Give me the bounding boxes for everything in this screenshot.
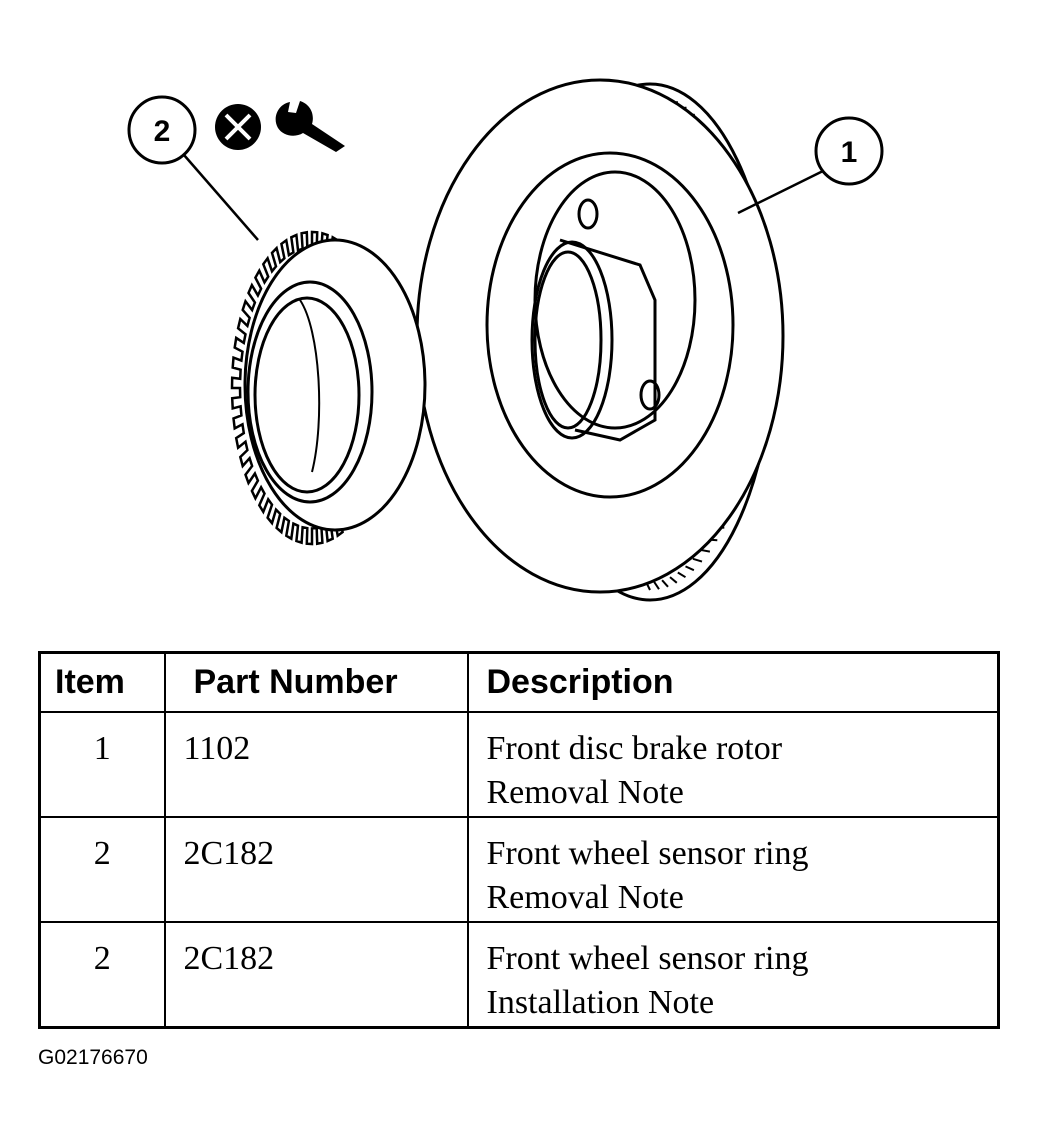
item-cell: 2: [38, 816, 166, 923]
table-row: 2 2C182 Front wheel sensor ring Removal …: [38, 816, 1000, 923]
header-item: Item: [38, 651, 166, 713]
sensor-ring-drawing: [230, 230, 427, 546]
figure-id: G02176670: [38, 1046, 148, 1069]
callout-1: 1: [737, 116, 884, 215]
header-description: Description: [466, 651, 1000, 713]
note-link: Installation Note: [486, 984, 715, 1021]
item-cell: 2: [38, 921, 166, 1029]
parts-illustration: 1 2: [127, 78, 884, 602]
description-cell: Front wheel sensor ring Installation Not…: [466, 921, 1000, 1029]
do-not-reuse-icon: [215, 104, 261, 150]
callout-2-label: 2: [154, 115, 171, 148]
description-cell: Front wheel sensor ring Removal Note: [466, 816, 1000, 923]
rotor-vane: [669, 576, 678, 584]
note-link: Removal Note: [486, 879, 684, 916]
table-row: 2 2C182 Front wheel sensor ring Installa…: [38, 921, 1000, 1029]
rotor-vane: [677, 571, 687, 579]
note-link: Removal Note: [486, 774, 684, 811]
item-cell: 1: [38, 711, 166, 818]
callout-1-label: 1: [841, 136, 858, 169]
rotor-vane: [661, 579, 669, 588]
description-cell: Front disc brake rotor Removal Note: [466, 711, 1000, 818]
description-line: Front wheel sensor ring: [486, 835, 809, 872]
part-number-cell: 2C182: [163, 816, 469, 923]
description-line: Front disc brake rotor: [486, 730, 783, 767]
table-header-row: Item Part Number Description: [38, 651, 1000, 713]
description-line: Front wheel sensor ring: [486, 940, 809, 977]
header-part-number: Part Number: [163, 651, 469, 713]
brake-rotor-drawing: [415, 78, 785, 602]
part-number-cell: 2C182: [163, 921, 469, 1029]
table-row: 1 1102 Front disc brake rotor Removal No…: [38, 711, 1000, 818]
callout-2: 2: [127, 95, 259, 241]
wrench-icon: [275, 101, 345, 152]
rotor-vane: [653, 581, 660, 590]
rotor-vane: [685, 565, 695, 572]
parts-table: Item Part Number Description 1 1102 Fron…: [38, 651, 1000, 1029]
part-number-cell: 1102: [163, 711, 469, 818]
rotor-vane: [692, 557, 703, 563]
